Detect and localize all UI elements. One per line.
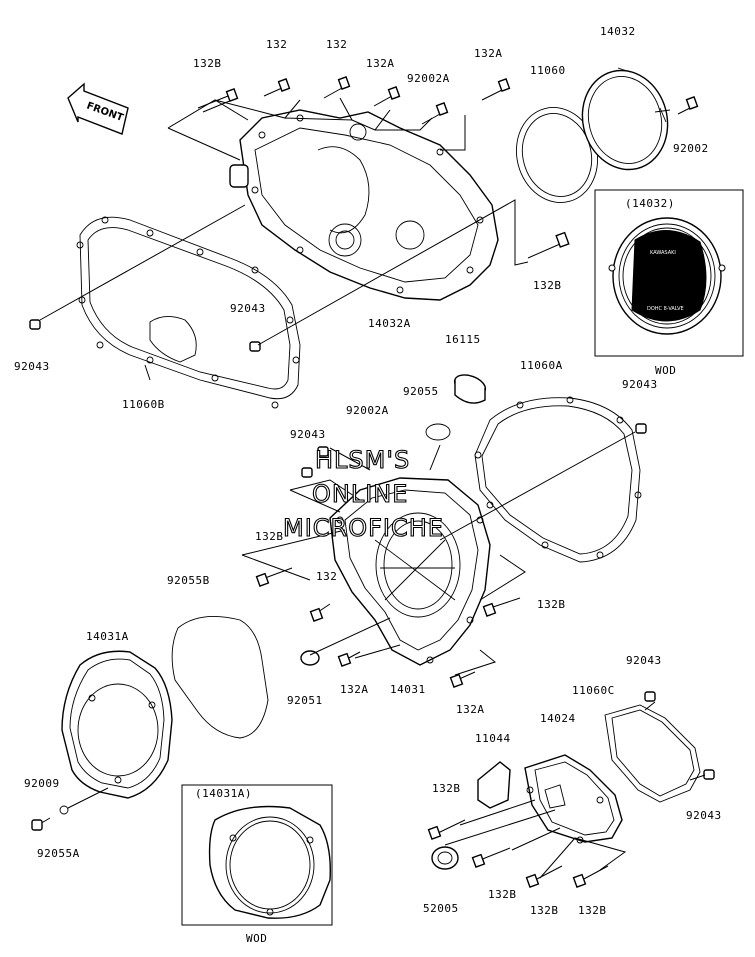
label-92009: 92009 bbox=[24, 777, 60, 790]
watermark-line-1: HLSM'S bbox=[315, 446, 410, 474]
label-92043-d: 92043 bbox=[290, 428, 326, 441]
inset-cover-text-bottom: DOHC 8-VALVE bbox=[647, 306, 684, 312]
label-132-a: 132 bbox=[266, 38, 287, 51]
label-92043-a: 92043 bbox=[230, 302, 266, 315]
bracket-11044 bbox=[477, 761, 511, 809]
gasket-11060b bbox=[76, 216, 301, 409]
label-132a-b: 132A bbox=[474, 47, 503, 60]
label-132b-d: 132B bbox=[537, 598, 566, 611]
leader-lines-lower bbox=[444, 701, 706, 879]
inset-14031a-variant: WOD bbox=[246, 932, 267, 945]
label-132b-f: 132B bbox=[488, 888, 517, 901]
inset-14032-box: (14032) KAWASAKI DOHC 8-VALVE WOD bbox=[594, 189, 744, 377]
label-11060b: 11060B bbox=[122, 398, 165, 411]
label-52005: 52005 bbox=[423, 902, 459, 915]
label-132b-c: 132B bbox=[255, 530, 284, 543]
label-132a-a: 132A bbox=[366, 57, 395, 70]
cover-14031a bbox=[31, 650, 173, 831]
lower-bolts bbox=[427, 819, 609, 888]
watermark: HLSM'S ONLINE MICROFICHE bbox=[282, 445, 444, 542]
label-132b-a: 132B bbox=[193, 57, 222, 70]
gasket-11060c bbox=[604, 691, 715, 803]
part-labels: 132B 132 132 132A 92002A 132A 11060 1403… bbox=[14, 25, 722, 917]
label-92055: 92055 bbox=[403, 385, 439, 398]
label-92002a-a: 92002A bbox=[407, 72, 450, 85]
inset-14032-variant: WOD bbox=[655, 364, 676, 377]
inset-cover-text-top: KAWASAKI bbox=[650, 250, 676, 256]
label-132a-d: 132A bbox=[456, 703, 485, 716]
label-132b-e: 132B bbox=[432, 782, 461, 795]
label-11060: 11060 bbox=[530, 64, 566, 77]
cap-16115 bbox=[425, 374, 487, 441]
label-132b-h: 132B bbox=[578, 904, 607, 917]
label-16115: 16115 bbox=[445, 333, 481, 346]
seal-52005 bbox=[431, 846, 459, 870]
middle-bolts bbox=[255, 423, 647, 688]
inset-14032-label: (14032) bbox=[625, 197, 675, 210]
leader-lines-upper bbox=[39, 97, 671, 381]
label-92051: 92051 bbox=[287, 694, 323, 707]
cover-14032 bbox=[581, 67, 669, 171]
label-132-b: 132 bbox=[326, 38, 347, 51]
cover-14024 bbox=[524, 754, 623, 844]
label-14031: 14031 bbox=[390, 683, 426, 696]
label-92055a: 92055A bbox=[37, 847, 80, 860]
label-92002a-b: 92002A bbox=[346, 404, 389, 417]
label-132b-g: 132B bbox=[530, 904, 559, 917]
label-14024: 14024 bbox=[540, 712, 576, 725]
label-14032: 14032 bbox=[600, 25, 636, 38]
label-132b-b: 132B bbox=[533, 279, 562, 292]
leader-lines-middle bbox=[241, 431, 636, 676]
label-92002: 92002 bbox=[673, 142, 709, 155]
inset-14031a-box: (14031A) WOD bbox=[181, 784, 333, 945]
label-132-c: 132 bbox=[316, 570, 337, 583]
clutch-cover-14031 bbox=[329, 477, 491, 666]
label-11060c: 11060C bbox=[572, 684, 615, 697]
watermark-line-3: MICROFICHE bbox=[283, 514, 444, 542]
o-ring-92055b bbox=[171, 615, 269, 739]
front-arrow-icon: FRONT bbox=[67, 82, 129, 135]
watermark-line-2: ONLINE bbox=[312, 480, 408, 508]
label-92055b: 92055B bbox=[167, 574, 210, 587]
label-11060a: 11060A bbox=[520, 359, 563, 372]
label-92043-e: 92043 bbox=[626, 654, 662, 667]
upper-bolts bbox=[29, 76, 699, 352]
label-11044: 11044 bbox=[475, 732, 511, 745]
label-14032a: 14032A bbox=[368, 317, 411, 330]
label-92043-f: 92043 bbox=[686, 809, 722, 822]
gasket-11060a bbox=[474, 396, 642, 563]
label-14031a: 14031A bbox=[86, 630, 129, 643]
label-92043-c: 92043 bbox=[622, 378, 658, 391]
inset-14031a-label: (14031A) bbox=[195, 787, 252, 800]
clutch-cover-14032a bbox=[229, 109, 499, 301]
label-92043-b: 92043 bbox=[14, 360, 50, 373]
label-132a-c: 132A bbox=[340, 683, 369, 696]
